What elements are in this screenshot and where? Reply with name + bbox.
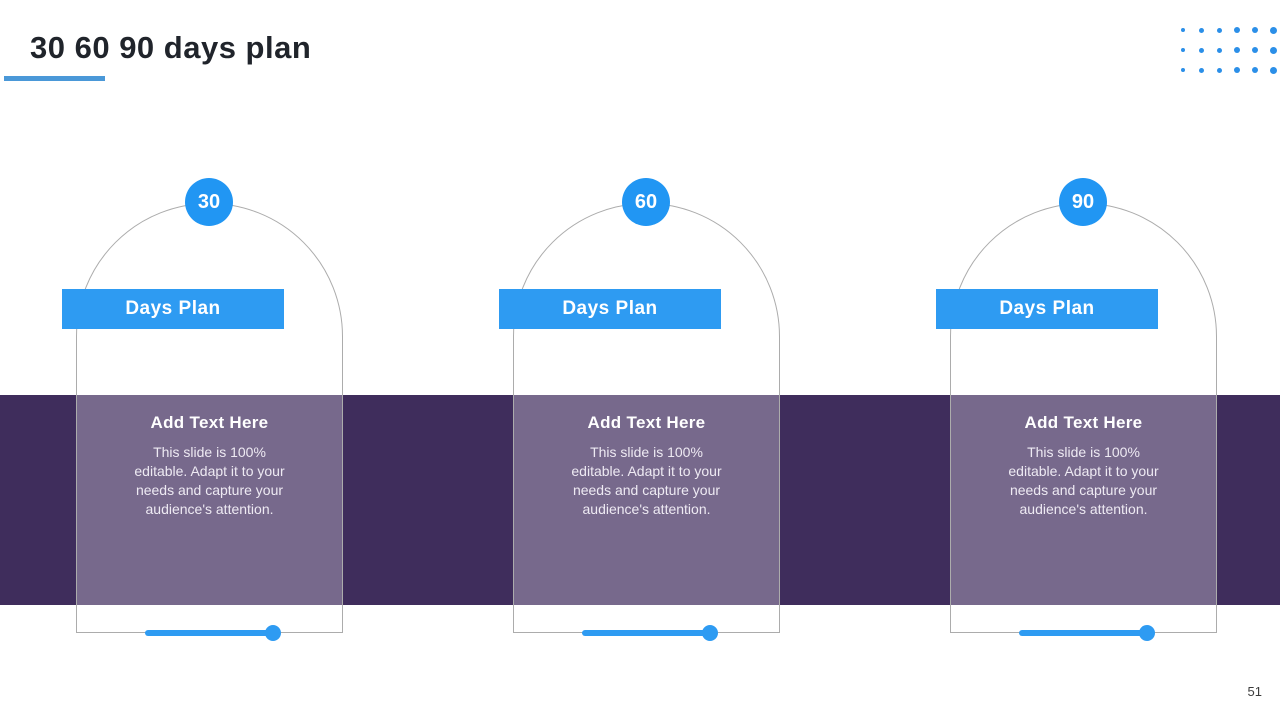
column-30-days: 30 Days Plan Add Text Here This slide is… [62, 170, 362, 660]
dot-icon [1234, 67, 1240, 73]
panel-heading[interactable]: Add Text Here [150, 413, 269, 432]
dot-icon [1252, 47, 1258, 53]
dot-icon [1198, 27, 1204, 33]
dot-icon [1234, 27, 1240, 33]
dot-icon [1198, 47, 1204, 53]
day-badge-60[interactable]: 60 [622, 178, 670, 226]
dot-icon [1216, 27, 1222, 33]
dot-icon [1181, 48, 1185, 52]
text-placeholder-panel[interactable]: Add Text Here This slide is 100% editabl… [951, 395, 1216, 605]
panel-body-text[interactable]: This slide is 100% editable. Adapt it to… [1008, 444, 1159, 517]
dot-icon [1216, 47, 1222, 53]
day-badge-30[interactable]: 30 [185, 178, 233, 226]
progress-slider-handle[interactable] [265, 625, 281, 641]
dot-icon [1216, 67, 1222, 73]
days-plan-banner[interactable]: Days Plan [499, 289, 721, 329]
dot-icon [1252, 27, 1258, 33]
dot-icon [1234, 47, 1240, 53]
dot-icon [1198, 67, 1204, 73]
progress-slider-handle[interactable] [702, 625, 718, 641]
days-plan-banner[interactable]: Days Plan [936, 289, 1158, 329]
day-badge-90[interactable]: 90 [1059, 178, 1107, 226]
panel-body-text[interactable]: This slide is 100% editable. Adapt it to… [571, 444, 722, 517]
dot-icon [1181, 68, 1185, 72]
panel-heading[interactable]: Add Text Here [587, 413, 706, 432]
column-60-days: 60 Days Plan Add Text Here This slide is… [499, 170, 799, 660]
page-title[interactable]: 30 60 90 days plan [30, 30, 312, 65]
dot-icon [1252, 67, 1258, 73]
dot-icon [1181, 28, 1185, 32]
progress-slider-bar[interactable] [1019, 630, 1147, 636]
page-number: 51 [1247, 684, 1262, 699]
panel-body-text[interactable]: This slide is 100% editable. Adapt it to… [134, 444, 285, 517]
progress-slider-bar[interactable] [582, 630, 710, 636]
dot-icon [1269, 46, 1277, 54]
dots-grid-icon [1174, 20, 1280, 80]
dot-icon [1269, 66, 1277, 74]
title-underline [4, 76, 105, 81]
dot-icon [1269, 26, 1277, 34]
panel-heading[interactable]: Add Text Here [1024, 413, 1143, 432]
progress-slider-handle[interactable] [1139, 625, 1155, 641]
text-placeholder-panel[interactable]: Add Text Here This slide is 100% editabl… [514, 395, 779, 605]
column-90-days: 90 Days Plan Add Text Here This slide is… [936, 170, 1236, 660]
text-placeholder-panel[interactable]: Add Text Here This slide is 100% editabl… [77, 395, 342, 605]
progress-slider-bar[interactable] [145, 630, 273, 636]
days-plan-banner[interactable]: Days Plan [62, 289, 284, 329]
